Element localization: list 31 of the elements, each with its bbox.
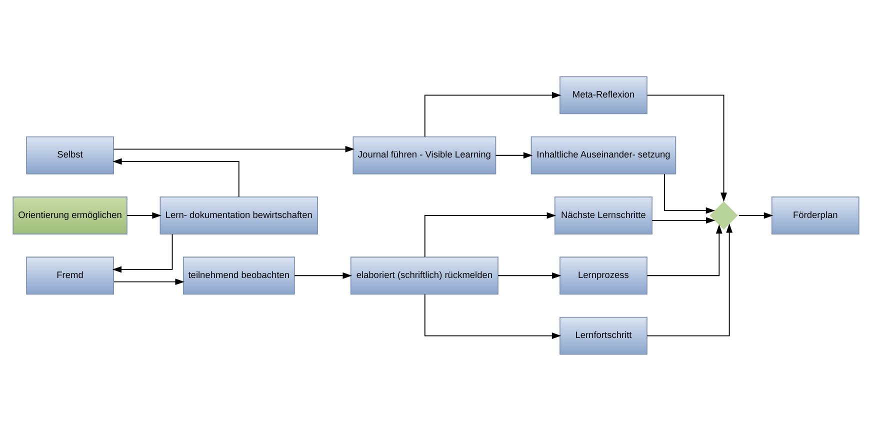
node-box: Lernfortschritt xyxy=(560,316,648,354)
arrow xyxy=(646,224,722,276)
node-box: Orientierung ermöglichen xyxy=(12,196,128,234)
node-box: teilnehmend beobachten xyxy=(182,256,295,294)
node-box: Förderplan xyxy=(771,196,860,234)
arrow xyxy=(294,272,352,278)
arrow xyxy=(112,233,173,272)
arrow xyxy=(114,278,184,285)
node-box: elaboriert (schriftlich) rückmelden xyxy=(350,256,498,294)
arrow xyxy=(664,173,716,214)
arrow xyxy=(498,272,562,278)
arrow xyxy=(424,212,556,257)
arrow xyxy=(424,293,562,339)
arrow xyxy=(126,212,162,218)
arrow xyxy=(112,158,240,197)
node-box: Selbst xyxy=(26,136,114,174)
arrow xyxy=(646,94,728,202)
arrow xyxy=(424,91,562,137)
node-box: Nächste Lernschritte xyxy=(554,196,653,234)
node-box: Inhaltliche Auseinander- setzung xyxy=(530,136,676,174)
node-box: Lern- dokumentation bewirtschaften xyxy=(160,196,318,234)
arrow xyxy=(113,145,355,152)
node-box: Lernprozess xyxy=(560,256,648,294)
arrow xyxy=(646,223,733,336)
arrow xyxy=(495,152,533,158)
arrow xyxy=(738,212,774,218)
node-box: Meta-Reflexion xyxy=(560,76,648,114)
node-box: Journal führen - Visible Learning xyxy=(352,136,496,174)
arrow xyxy=(652,216,716,224)
node-box: Fremd xyxy=(26,256,114,294)
node-diamond xyxy=(708,200,740,230)
